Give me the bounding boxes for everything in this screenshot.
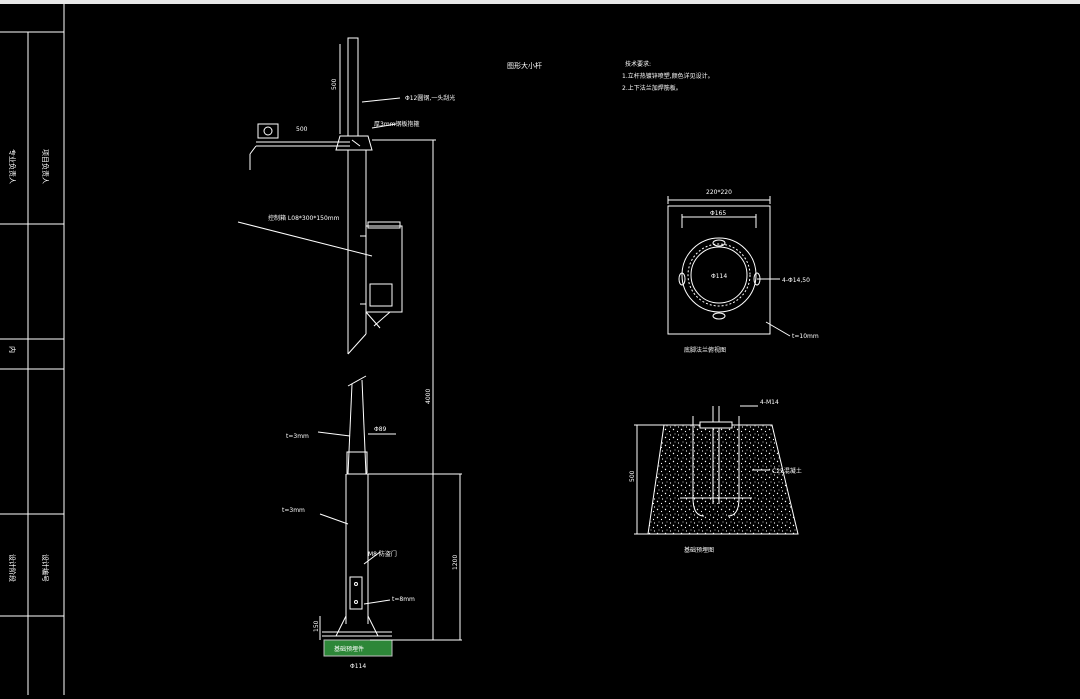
pole-hoop-label: 厚3mm钢板抱箍 xyxy=(374,120,420,128)
flange-caption: 底脚法兰俯视图 xyxy=(684,346,726,354)
pole-door-label: M8 防盗门 xyxy=(368,550,397,558)
foundation-caption: 基础预埋图 xyxy=(684,546,714,554)
foundation-concrete-label: C25混凝土 xyxy=(772,467,802,475)
foundation-bolt-label: 4-M14 xyxy=(760,399,779,406)
pole-lower-thickness: t=3mm xyxy=(282,507,305,514)
title-block xyxy=(0,4,65,695)
notes-line-2: 2.上下法兰加焊筋板。 xyxy=(622,84,682,92)
cad-drawing-canvas[interactable]: 项目负责人 专业负责人 内 设计编号 设计阶段 xyxy=(0,4,1080,695)
pole-base-dia: Φ114 xyxy=(350,663,366,670)
title-block-cell-1: 项目负责人 xyxy=(41,149,50,184)
title-block-cell-5: 设计阶段 xyxy=(8,554,17,582)
pole-base-fill-label: 基础预埋件 xyxy=(334,645,364,653)
pole-pipe-label: Φ12圆钢,一头刮光 xyxy=(405,94,455,102)
title-block-cell-2: 专业负责人 xyxy=(8,149,17,184)
notes-heading: 技术要求: xyxy=(625,60,651,68)
drawing-svg: 项目负责人 专业负责人 内 设计编号 设计阶段 xyxy=(0,4,819,695)
pole-arm-length: 500 xyxy=(296,126,308,133)
title-block-cell-3: 内 xyxy=(8,346,17,353)
flange-bolt-label: 4-Φ14,50 xyxy=(782,277,810,284)
pole-upper-thickness: t=3mm xyxy=(286,433,309,440)
flange-size-label: 220*220 xyxy=(706,189,732,196)
notes-line-1: 1.立杆热镀锌喷塑,颜色详见设计。 xyxy=(622,72,714,80)
flange-inner-dia: Φ165 xyxy=(710,210,726,217)
pole-base-dim: 150 xyxy=(313,620,320,632)
window-title-bar xyxy=(0,0,1080,4)
title-block-cell-4: 设计编号 xyxy=(41,554,50,582)
pole-upper-dia: Φ89 xyxy=(374,426,387,433)
foundation-depth: 500 xyxy=(629,470,636,482)
pole-base-foundation-fill xyxy=(323,639,393,657)
pole-plate-thickness: t=8mm xyxy=(392,596,415,603)
flange-plan-view xyxy=(667,196,791,337)
flange-pipe-dia: Φ114 xyxy=(711,273,727,280)
pole-height: 4000 xyxy=(425,389,432,404)
pole-elevation xyxy=(237,37,462,641)
flange-thickness: t=10mm xyxy=(792,333,819,340)
drawing-title: 图形大小杆 xyxy=(507,61,542,70)
pole-dim-top: 500 xyxy=(331,78,338,90)
foundation-section xyxy=(634,405,799,535)
pole-box-label: 控制箱 L08*300*150mm xyxy=(268,214,340,222)
pole-base-height: 1200 xyxy=(452,555,459,570)
